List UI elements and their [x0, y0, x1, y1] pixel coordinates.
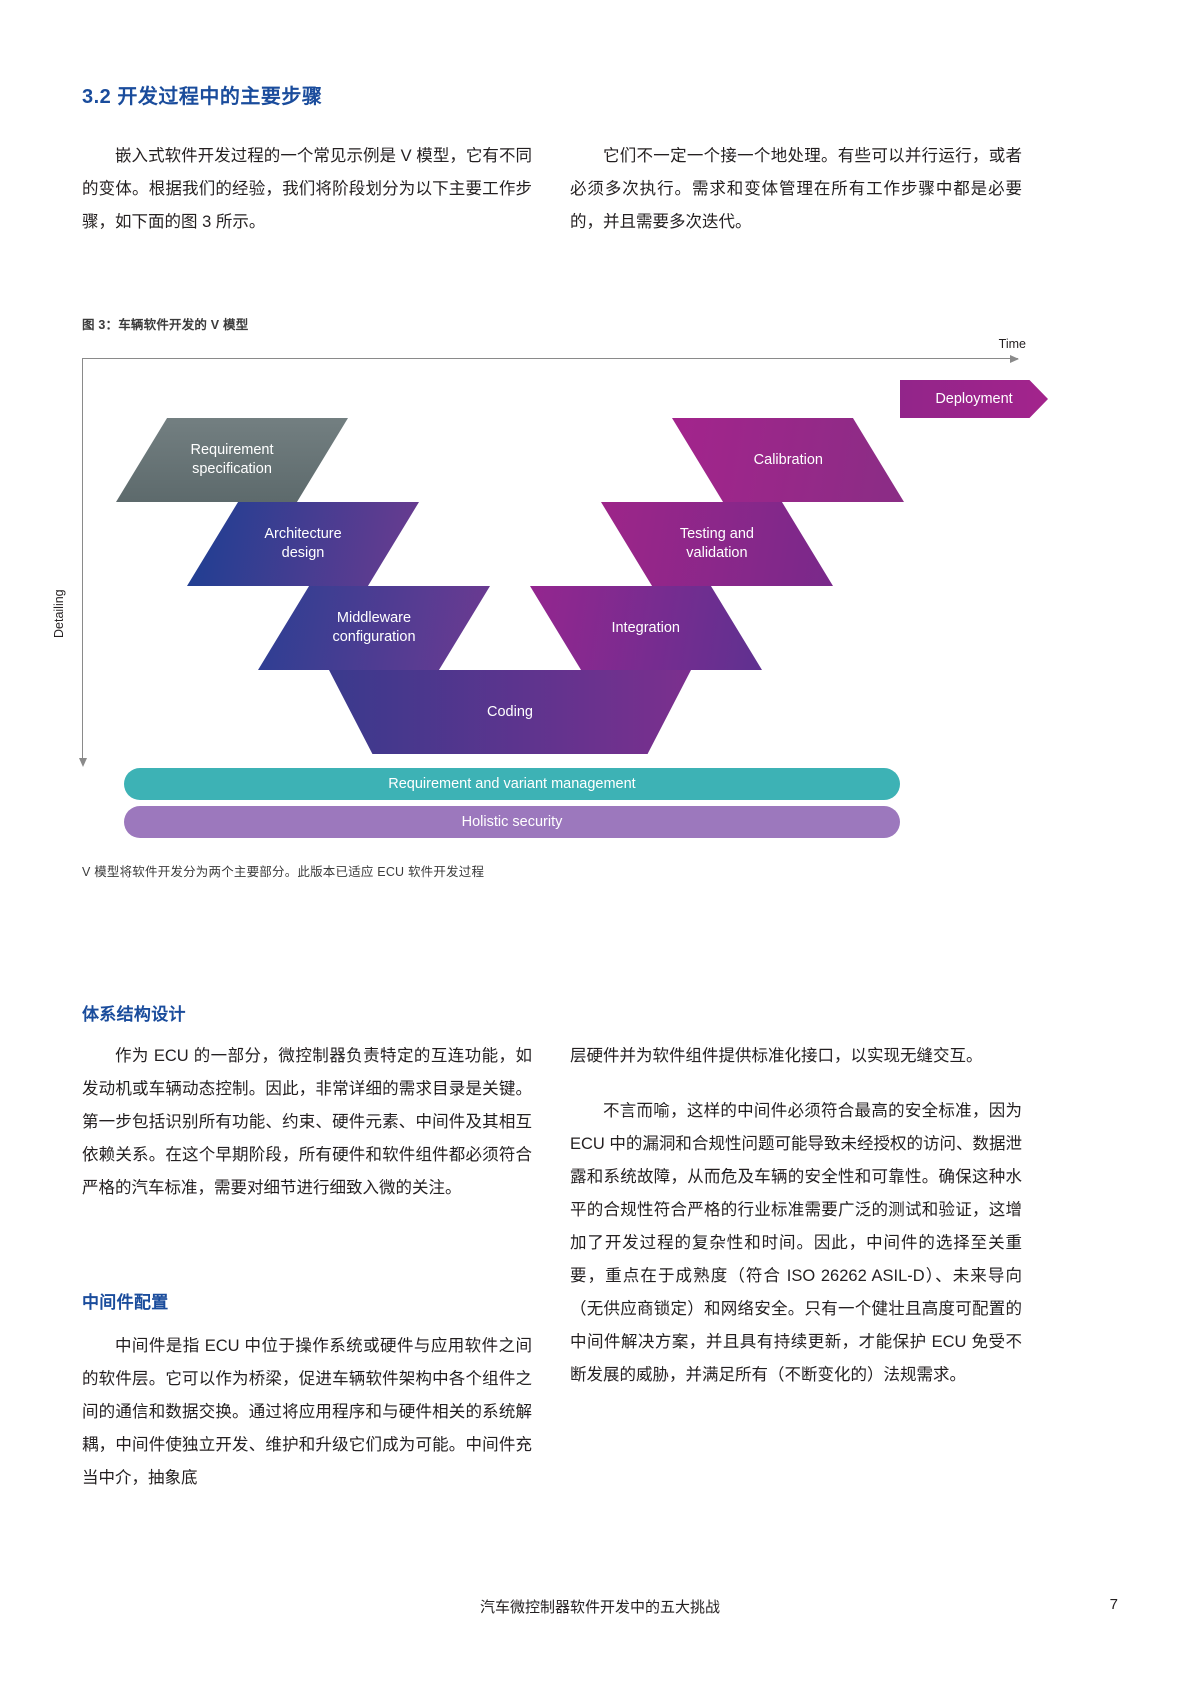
intro-paragraph-right: 它们不一定一个接一个地处理。有些可以并行运行，或者必须多次执行。需求和变体管理在…	[570, 147, 1022, 231]
bar-label-holistic-security: Holistic security	[461, 814, 563, 830]
middleware-paragraph: 中间件是指 ECU 中位于操作系统或硬件与应用软件之间的软件层。它可以作为桥梁，…	[82, 1337, 532, 1487]
page-title: 3.2 开发过程中的主要步骤	[82, 86, 323, 108]
bar-holistic-security: Holistic security	[124, 806, 900, 838]
bar-label-requirement-variant-management: Requirement and variant management	[388, 776, 636, 792]
deployment-arrow: Deployment	[900, 380, 1048, 418]
intro-column-right: 它们不一定一个接一个地处理。有些可以并行运行，或者必须多次执行。需求和变体管理在…	[570, 140, 1022, 261]
middleware-section-title: 中间件配置	[82, 1293, 169, 1312]
architecture-security-paragraph: 不言而喻，这样的中间件必须符合最高的安全标准，因为 ECU 中的漏洞和合规性问题…	[570, 1102, 1022, 1384]
phase-label-integration: Integration	[611, 619, 681, 636]
phase-label-calibration: Calibration	[753, 451, 823, 468]
architecture-paragraph: 作为 ECU 的一部分，微控制器负责特定的互连功能，如发动机或车辆动态控制。因此…	[82, 1047, 532, 1197]
architecture-section-title: 体系结构设计	[82, 1005, 186, 1024]
phase-integration: Integration	[530, 586, 762, 670]
phase-coding: Coding	[329, 670, 691, 754]
architecture-column-right: 层硬件并为软件组件提供标准化接口，以实现无缝交互。 不言而喻，这样的中间件必须符…	[570, 1040, 1022, 1414]
intro-paragraph-left: 嵌入式软件开发过程的一个常见示例是 V 模型，它有不同的变体。根据我们的经验，我…	[82, 147, 532, 231]
phase-label-coding: Coding	[487, 703, 533, 720]
phase-calibration: Calibration	[672, 418, 904, 502]
time-axis	[82, 354, 1019, 363]
bar-requirement-variant-management: Requirement and variant management	[124, 768, 900, 800]
architecture-column-left: 作为 ECU 的一部分，微控制器负责特定的互连功能，如发动机或车辆动态控制。因此…	[82, 1040, 532, 1227]
footer-document-title: 汽车微控制器软件开发中的五大挑战	[479, 1599, 720, 1616]
figure-caption-top: 图 3：车辆软件开发的 V 模型	[82, 318, 249, 332]
detailing-axis-label: Detailing	[52, 589, 66, 638]
detailing-axis	[78, 358, 87, 767]
intro-column-left: 嵌入式软件开发过程的一个常见示例是 V 模型，它有不同的变体。根据我们的经验，我…	[82, 140, 532, 261]
architecture-continuation-paragraph: 层硬件并为软件组件提供标准化接口，以实现无缝交互。	[570, 1047, 983, 1065]
figure-caption-bottom: V 模型将软件开发分为两个主要部分。此版本已适应 ECU 软件开发过程	[82, 865, 485, 879]
time-axis-label: Time	[998, 337, 1026, 351]
footer-page-number: 7	[1109, 1596, 1118, 1613]
deployment-label: Deployment	[935, 390, 1013, 407]
middleware-column-left: 中间件是指 ECU 中位于操作系统或硬件与应用软件之间的软件层。它可以作为桥梁，…	[82, 1330, 532, 1517]
